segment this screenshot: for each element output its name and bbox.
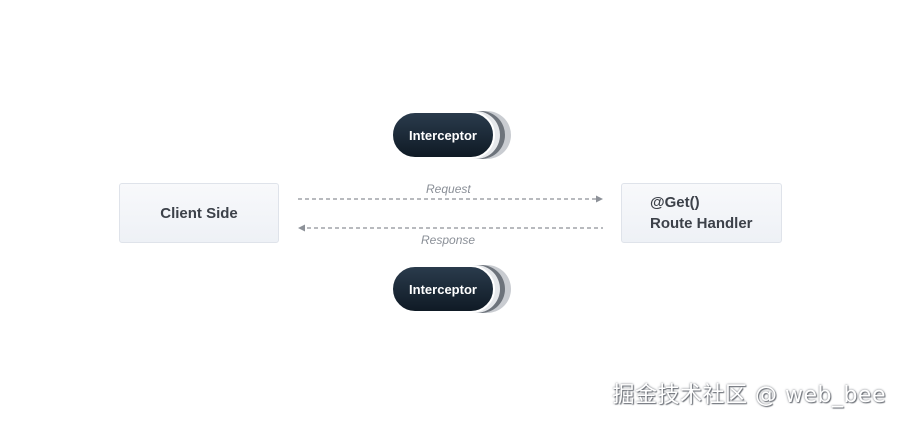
client-side-label: Client Side (160, 204, 238, 222)
request-label: Request (426, 182, 471, 196)
interceptor-bottom-pill: Interceptor (391, 265, 495, 313)
interceptor-top-pill: Interceptor (391, 111, 495, 159)
route-handler-label: Route Handler (650, 215, 753, 232)
client-side-box: Client Side (119, 183, 279, 243)
response-arrowhead (298, 224, 305, 232)
watermark: 掘金技术社区 @ web_bee (612, 383, 886, 408)
route-handler-decorator: @Get() (650, 194, 700, 211)
response-label: Response (421, 233, 476, 247)
interceptor-bottom: Interceptor (391, 265, 515, 317)
interceptor-top-label: Interceptor (409, 127, 477, 143)
route-handler-box: @Get() Route Handler (621, 183, 782, 243)
request-arrowhead (596, 195, 603, 203)
interceptor-bottom-label: Interceptor (409, 281, 477, 297)
interceptor-top: Interceptor (391, 111, 515, 163)
